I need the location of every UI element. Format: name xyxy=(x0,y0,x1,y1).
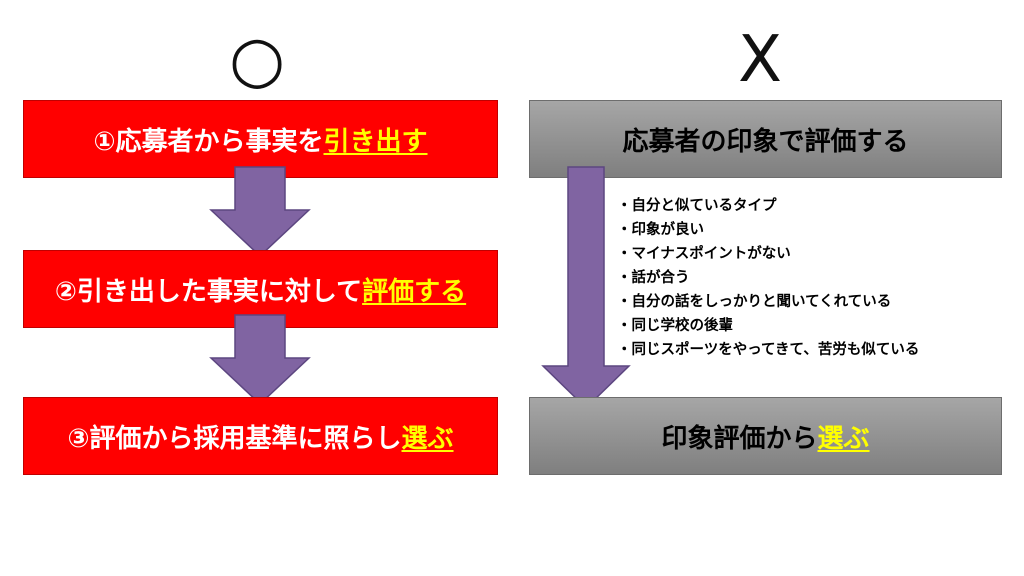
good-step-3-box: ③評価から採用基準に照らし選ぶ xyxy=(23,397,498,475)
good-step-1-text: ①応募者から事実を xyxy=(93,126,324,157)
list-item: ・同じスポーツをやってきて、苦労も似ている xyxy=(617,342,920,358)
good-mark: ○ xyxy=(229,23,285,97)
bad-bottom-box: 印象評価から選ぶ xyxy=(529,397,1002,475)
bad-top-text: 応募者の印象で評価する xyxy=(622,126,909,157)
bad-bottom-text: 印象評価から xyxy=(661,423,818,454)
good-step-3-text: ③評価から採用基準に照らし xyxy=(67,423,402,454)
good-step-2-highlight: 評価する xyxy=(362,276,467,307)
good-step-1-box: ①応募者から事実を引き出す xyxy=(23,100,498,178)
down-arrow-icon xyxy=(209,166,311,258)
impression-reasons-list: ・自分と似ているタイプ ・印象が良い ・マイナスポイントがない ・話が合う ・自… xyxy=(617,194,919,362)
list-item: ・同じ学校の後輩 xyxy=(617,318,733,334)
list-item: ・マイナスポイントがない xyxy=(617,246,791,262)
good-step-3-highlight: 選ぶ xyxy=(401,423,454,454)
bad-mark: X xyxy=(738,23,782,97)
list-item: ・自分と似ているタイプ xyxy=(617,198,777,214)
list-item: ・印象が良い xyxy=(617,222,704,238)
list-item: ・話が合う xyxy=(617,270,690,286)
bad-bottom-highlight: 選ぶ xyxy=(817,423,870,454)
list-item: ・自分の話をしっかりと聞いてくれている xyxy=(617,294,892,310)
long-down-arrow-icon xyxy=(541,166,631,410)
good-step-1-highlight: 引き出す xyxy=(323,126,428,157)
good-step-2-text: ②引き出した事実に対して xyxy=(54,276,363,307)
bad-top-box: 応募者の印象で評価する xyxy=(529,100,1002,178)
down-arrow-icon xyxy=(209,314,311,406)
